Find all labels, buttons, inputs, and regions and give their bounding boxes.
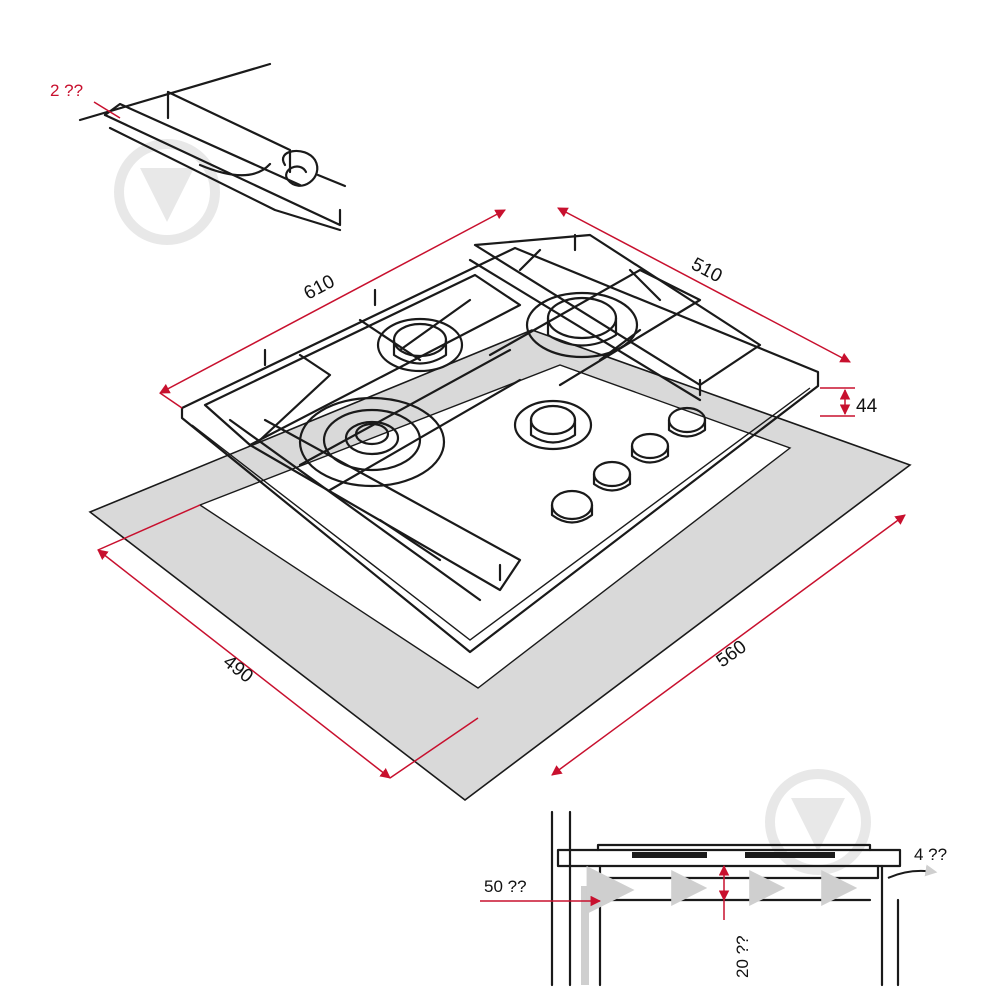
airflow-gap-label: 4 ?? — [914, 845, 947, 864]
dimension-width — [159, 209, 506, 409]
width-value: 610 — [300, 271, 338, 304]
cutout-width-value: 560 — [713, 636, 751, 672]
dimension-cutout-depth — [97, 504, 479, 779]
dimension-height — [820, 387, 855, 417]
watermark-logo-top — [114, 139, 220, 245]
burner-semi-rapid-back — [376, 317, 464, 373]
ventilation-detail — [480, 810, 938, 987]
control-knob-4 — [667, 406, 707, 438]
cutout-depth-value: 490 — [219, 651, 257, 687]
hob-body — [180, 246, 820, 654]
ventilation-gap-label: 50 ?? — [484, 877, 527, 896]
control-knob-3 — [630, 432, 670, 464]
dimension-depth — [557, 207, 851, 363]
burner-rapid — [298, 396, 446, 488]
height-value: 44 — [856, 396, 878, 417]
seal-thickness-label: 2 ?? — [50, 81, 83, 100]
control-knob-2 — [592, 460, 632, 492]
clearance-label: 20 ?? — [733, 935, 752, 978]
depth-value: 510 — [688, 254, 726, 287]
burner-auxiliary — [513, 399, 593, 451]
dimension-cutout-width — [551, 514, 906, 776]
